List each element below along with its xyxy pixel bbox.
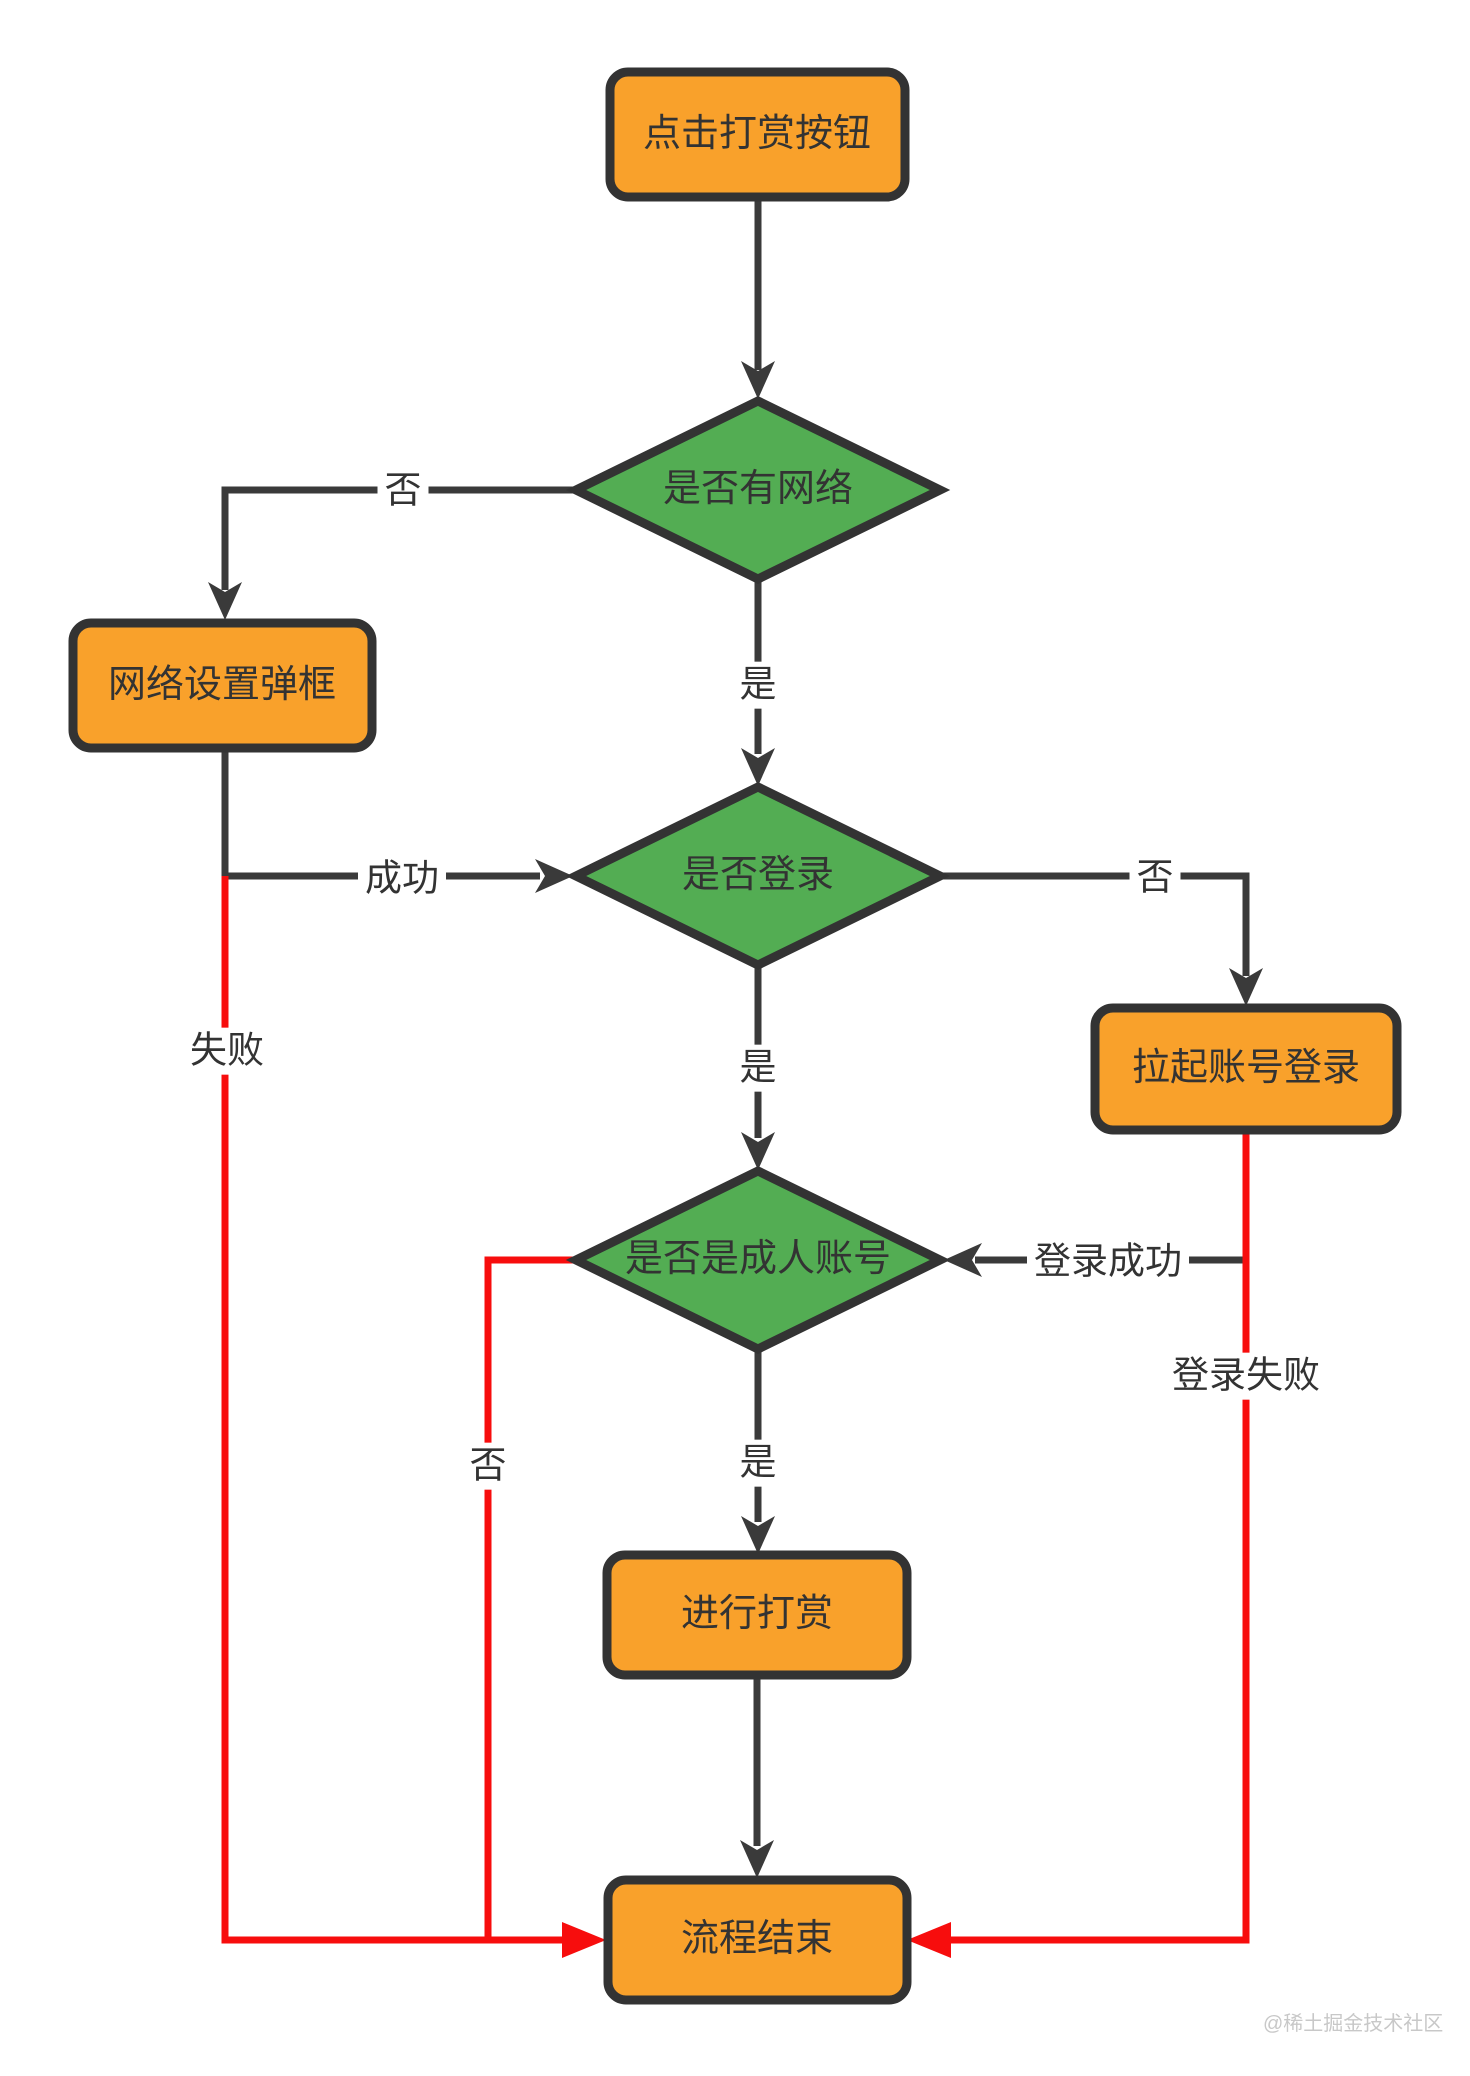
node-shapes xyxy=(68,67,1402,2005)
edge-label-dialog-success: 成功 xyxy=(358,855,446,903)
arrowhead-into-do-reward xyxy=(741,1516,775,1554)
node-launch-login-shape xyxy=(1090,1003,1402,1135)
arrowhead-into-launch-login xyxy=(1229,968,1263,1006)
edge-label-login-success: 登录成功 xyxy=(1027,1238,1189,1286)
node-check-adult-label: 是否是成人账号 xyxy=(624,1238,892,1281)
node-check-network-shape xyxy=(565,395,951,585)
edge-dialog-fail xyxy=(221,876,564,1944)
edge-label-adult-yes: 是 xyxy=(732,1439,784,1487)
node-do-reward-label: 进行打赏 xyxy=(680,1593,834,1636)
arrowhead-into-check-adult-top xyxy=(741,1132,775,1170)
node-launch-login-label: 拉起账号登录 xyxy=(1131,1047,1361,1090)
arrowhead-into-check-login-left xyxy=(535,859,573,893)
node-end-label: 流程结束 xyxy=(680,1918,834,1961)
node-check-login-shape xyxy=(565,781,951,971)
edge-label-dialog-fail: 失败 xyxy=(183,1027,271,1075)
arrowhead-into-network-dialog xyxy=(208,582,242,620)
node-check-adult-shape xyxy=(565,1165,951,1355)
node-start-label: 点击打赏按钮 xyxy=(642,113,872,156)
node-check-network-label: 是否有网络 xyxy=(662,468,854,511)
watermark-text: @稀土掘金技术社区 xyxy=(1263,2013,1444,2035)
edge-label-adult-no: 否 xyxy=(462,1442,514,1490)
arrowhead-into-check-network xyxy=(741,361,775,399)
node-start-shape xyxy=(605,67,910,202)
node-end-shape xyxy=(603,1875,912,2005)
edge-label-login-yes: 是 xyxy=(732,1044,784,1092)
node-do-reward-shape xyxy=(602,1550,912,1680)
edge-login-no xyxy=(940,872,1250,976)
edge-label-network-no: 否 xyxy=(377,467,429,515)
arrowhead-into-end-top xyxy=(740,1840,774,1878)
edge-label-login-no: 否 xyxy=(1129,854,1181,902)
edge-network-no xyxy=(221,486,576,590)
edge-adult-no xyxy=(484,1256,576,1943)
node-network-dialog-shape xyxy=(68,618,377,753)
arrowhead-into-check-adult-right xyxy=(944,1243,982,1277)
node-network-dialog-label: 网络设置弹框 xyxy=(107,664,337,707)
arrowhead-into-end-left xyxy=(562,1922,606,1958)
edge-login-fail xyxy=(949,1130,1250,1944)
edge-label-login-fail: 登录失败 xyxy=(1165,1352,1327,1400)
arrowhead-into-end-right xyxy=(907,1922,951,1958)
arrowhead-into-check-login-top xyxy=(741,748,775,786)
edge-label-network-yes: 是 xyxy=(732,661,784,709)
node-check-login-label: 是否登录 xyxy=(681,854,835,897)
